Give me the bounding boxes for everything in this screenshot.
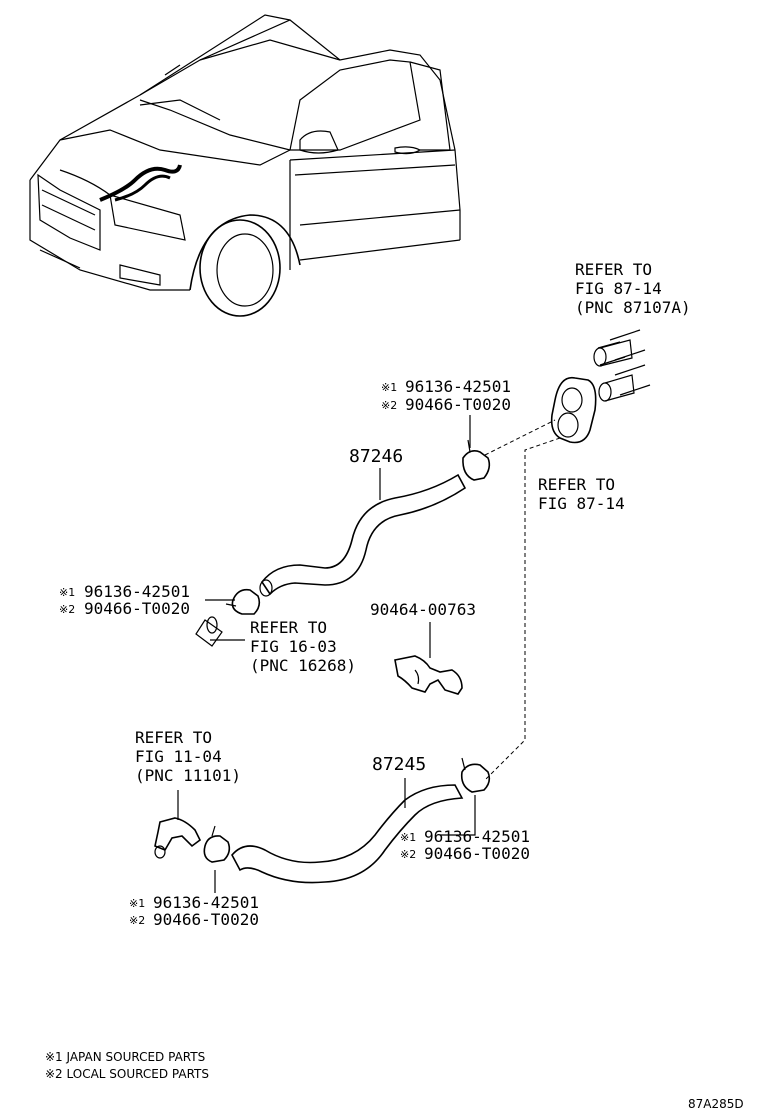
mark-japan-1: ※1 bbox=[381, 381, 397, 394]
hose-87246 bbox=[259, 473, 467, 597]
mark-japan-4: ※1 bbox=[129, 897, 145, 910]
figure-code: 87A285D bbox=[688, 1097, 744, 1111]
ref-mid-right-line2: FIG 87-14 bbox=[538, 494, 625, 513]
ref-top-right-line1: REFER TO bbox=[575, 260, 652, 279]
ref-lower-left-line3: (PNC 11101) bbox=[135, 766, 241, 785]
clamp-code-local-4: 90466-T0020 bbox=[153, 910, 259, 929]
grommet bbox=[550, 376, 597, 444]
clamp-code-japan-4: 96136-42501 bbox=[153, 893, 259, 912]
ref-mid-left-line1: REFER TO bbox=[250, 618, 327, 637]
clamp-code-japan-2: 96136-42501 bbox=[84, 582, 190, 601]
ref-mid-left-line3: (PNC 16268) bbox=[250, 656, 356, 675]
hose-87245 bbox=[231, 784, 464, 884]
legend-local: ※2 LOCAL SOURCED PARTS bbox=[45, 1067, 209, 1081]
clamp-lower-left bbox=[203, 825, 231, 863]
mark-local-1: ※2 bbox=[381, 399, 397, 412]
ref-top-right-line2: FIG 87-14 bbox=[575, 279, 662, 298]
clamp-upper-left bbox=[225, 588, 261, 615]
clamp-code-local-2: 90466-T0020 bbox=[84, 599, 190, 618]
ref-lower-left-line2: FIG 11-04 bbox=[135, 747, 222, 766]
ref-mid-right-line1: REFER TO bbox=[538, 475, 615, 494]
label-hose-87245: 87245 bbox=[372, 754, 426, 775]
mark-local-4: ※2 bbox=[129, 914, 145, 927]
label-clamp-90464-00763: 90464-00763 bbox=[370, 600, 476, 619]
mark-local-3: ※2 bbox=[400, 848, 416, 861]
leader-lines bbox=[177, 415, 476, 893]
legend-japan: ※1 JAPAN SOURCED PARTS bbox=[45, 1050, 205, 1064]
ref-top-right-line3: (PNC 87107A) bbox=[575, 298, 691, 317]
clamp-code-local-3: 90466-T0020 bbox=[424, 844, 530, 863]
clamp-code-japan-1: 96136-42501 bbox=[405, 377, 511, 396]
mark-japan-3: ※1 bbox=[400, 831, 416, 844]
clamp-upper-right bbox=[462, 439, 491, 481]
mark-local-2: ※2 bbox=[59, 603, 75, 616]
clamp-code-japan-3: 96136-42501 bbox=[424, 827, 530, 846]
pipe-16-03 bbox=[195, 616, 223, 647]
ref-lower-left-line1: REFER TO bbox=[135, 728, 212, 747]
clamp-lower-right bbox=[460, 757, 491, 793]
clamp-90464-00763 bbox=[394, 655, 463, 695]
vehicle-illustration bbox=[29, 14, 461, 317]
mark-japan-2: ※1 bbox=[59, 586, 75, 599]
heater-pipes-top-right bbox=[593, 329, 651, 402]
clamp-code-local-1: 90466-T0020 bbox=[405, 395, 511, 414]
pipe-11-04 bbox=[154, 817, 202, 859]
label-hose-87246: 87246 bbox=[349, 446, 403, 467]
ref-mid-left-line2: FIG 16-03 bbox=[250, 637, 337, 656]
